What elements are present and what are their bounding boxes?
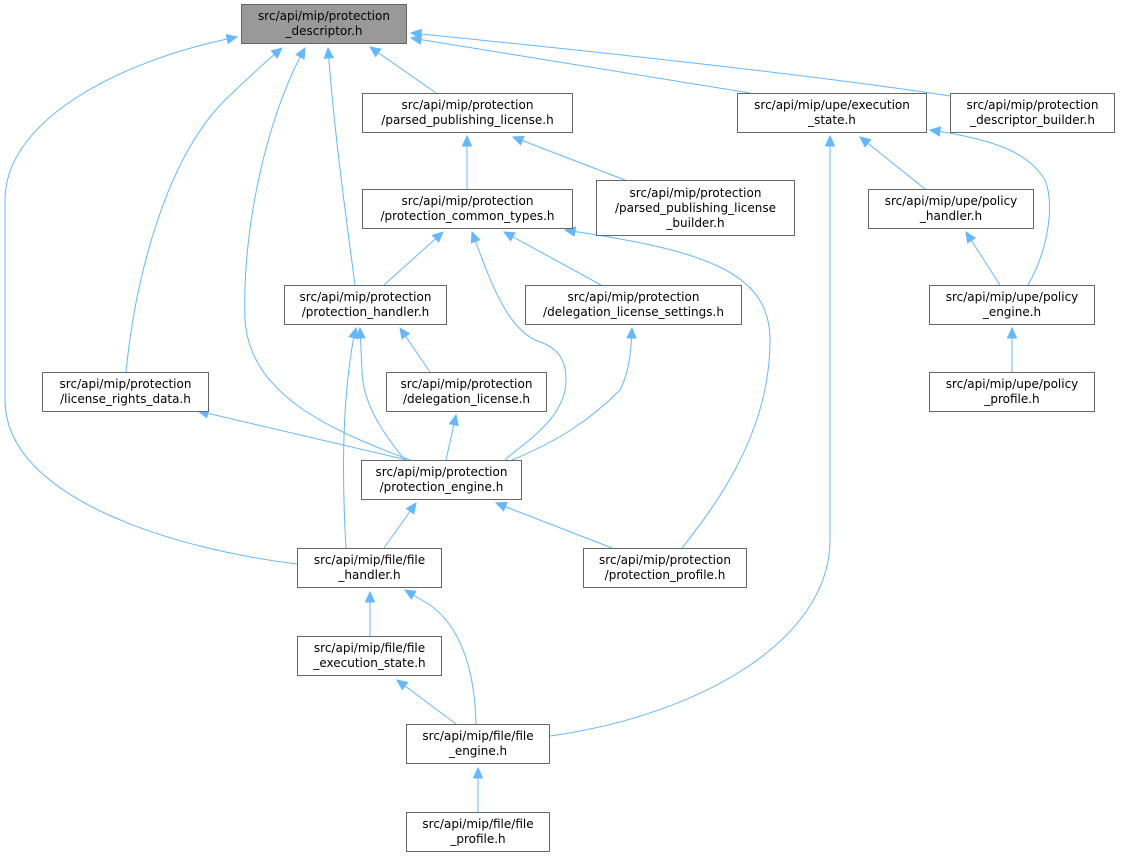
node-delegation-license-settings[interactable]: src/api/mip/protection/delegation_licens… bbox=[525, 285, 742, 325]
edge-file-engine-to-file-execution-state bbox=[396, 679, 457, 725]
edge-protection-handler-to-descriptor bbox=[323, 46, 356, 286]
edge-arrowhead bbox=[965, 230, 977, 244]
edge-protection-profile-to-common-types bbox=[563, 226, 771, 549]
node-protection-descriptor-builder[interactable]: src/api/mip/protection_descriptor_builde… bbox=[950, 93, 1115, 133]
edge-arrowhead bbox=[348, 326, 359, 340]
edge-line bbox=[396, 679, 457, 725]
edge-line bbox=[327, 47, 356, 286]
edge-arrowhead bbox=[405, 502, 417, 515]
edge-line bbox=[965, 231, 1001, 286]
edge-parsed-publishing-license-to-descriptor bbox=[369, 46, 437, 94]
node-parsed-publishing-license[interactable]: src/api/mip/protection/parsed_publishing… bbox=[362, 93, 573, 133]
edge-arrowhead bbox=[824, 134, 836, 147]
edge-file-engine-to-execution-state bbox=[549, 134, 836, 737]
edge-arrowhead bbox=[1006, 326, 1018, 339]
node-upe-policy-engine[interactable]: src/api/mip/upe/policy_engine.h bbox=[929, 285, 1095, 325]
edge-arrowhead bbox=[859, 136, 872, 148]
edge-descriptor-builder-to-descriptor bbox=[409, 28, 951, 97]
edge-file-handler-to-protection-engine bbox=[383, 502, 417, 549]
edge-ppl-builder-to-parsed-publishing-license bbox=[511, 135, 626, 181]
edge-line bbox=[343, 327, 357, 549]
edge-protection-handler-to-common-types bbox=[383, 231, 444, 286]
edge-file-handler-to-protection-handler bbox=[343, 326, 359, 549]
edge-arrowhead bbox=[270, 47, 283, 59]
edge-delegation-license-to-protection-handler bbox=[399, 327, 431, 373]
edge-delegation-license-settings-to-common-types bbox=[502, 231, 602, 286]
edge-line bbox=[503, 231, 602, 286]
edge-line bbox=[359, 327, 406, 461]
edge-line bbox=[512, 136, 626, 181]
edge-license-rights-data-to-descriptor bbox=[125, 47, 283, 373]
edge-file-profile-to-file-engine bbox=[472, 766, 484, 812]
edge-policy-engine-to-execution-state bbox=[928, 126, 1050, 286]
node-protection-profile[interactable]: src/api/mip/protection/protection_profil… bbox=[583, 548, 747, 588]
edge-line bbox=[859, 136, 926, 190]
edge-policy-handler-to-execution-state bbox=[859, 136, 926, 190]
edge-protection-profile-to-protection-engine bbox=[494, 501, 613, 549]
node-protection-engine[interactable]: src/api/mip/protection/protection_engine… bbox=[361, 460, 522, 500]
node-protection-common-types[interactable]: src/api/mip/protection/protection_common… bbox=[362, 189, 573, 229]
node-file-engine[interactable]: src/api/mip/file/file_engine.h bbox=[406, 724, 550, 764]
edge-line bbox=[404, 589, 477, 725]
edge-line bbox=[549, 136, 831, 737]
node-upe-policy-profile[interactable]: src/api/mip/upe/policy_profile.h bbox=[929, 372, 1095, 412]
edge-arrowhead bbox=[295, 46, 306, 60]
node-license-rights-data[interactable]: src/api/mip/protection/license_rights_da… bbox=[42, 372, 209, 412]
edge-arrowhead bbox=[225, 33, 239, 45]
edge-line bbox=[197, 410, 408, 461]
edge-line bbox=[369, 46, 437, 94]
edge-line bbox=[383, 231, 444, 286]
node-protection-handler[interactable]: src/api/mip/protection/protection_handle… bbox=[284, 285, 447, 325]
edge-protection-engine-to-delegation-license-settings bbox=[511, 326, 637, 461]
edge-line bbox=[410, 37, 751, 94]
edge-arrowhead bbox=[403, 589, 417, 600]
edge-arrowhead bbox=[626, 326, 637, 339]
edge-line bbox=[4, 36, 298, 565]
edge-line bbox=[471, 231, 567, 461]
edge-file-engine-to-file-handler bbox=[403, 589, 477, 725]
edge-arrowhead bbox=[323, 46, 335, 59]
edge-protection-engine-to-delegation-license bbox=[445, 413, 459, 461]
edge-line bbox=[244, 47, 411, 461]
edge-protection-engine-to-descriptor bbox=[244, 46, 411, 461]
edge-file-execution-state-to-file-handler bbox=[364, 590, 376, 636]
edge-line bbox=[511, 327, 633, 461]
node-file-handler[interactable]: src/api/mip/file/file_handler.h bbox=[297, 548, 442, 588]
edge-arrowhead bbox=[928, 126, 942, 137]
edge-file-handler-to-descriptor bbox=[4, 33, 298, 565]
edge-arrowhead bbox=[355, 326, 366, 339]
node-upe-execution-state[interactable]: src/api/mip/upe/execution_state.h bbox=[737, 93, 927, 133]
edge-protection-engine-to-protection-handler bbox=[355, 326, 406, 461]
node-parsed-publishing-license-builder[interactable]: src/api/mip/protection/parsed_publishing… bbox=[596, 180, 795, 236]
node-file-profile[interactable]: src/api/mip/file/file_profile.h bbox=[406, 812, 550, 852]
node-protection-descriptor: src/api/mip/protection_descriptor.h bbox=[241, 4, 407, 44]
edge-arrowhead bbox=[448, 413, 459, 427]
edge-line bbox=[125, 47, 283, 373]
edge-policy-engine-to-policy-handler bbox=[965, 230, 1001, 286]
edge-arrowhead bbox=[461, 134, 473, 147]
edge-arrowhead bbox=[511, 135, 525, 146]
edge-arrowhead bbox=[399, 327, 411, 340]
edge-line bbox=[564, 229, 771, 549]
edge-arrowhead bbox=[494, 501, 508, 512]
edge-arrowhead bbox=[396, 679, 409, 691]
edge-arrowhead bbox=[364, 590, 376, 603]
edge-common-types-to-parsed-publishing-license bbox=[461, 134, 473, 189]
edge-policy-profile-to-policy-engine bbox=[1006, 326, 1018, 372]
edge-protection-engine-to-common-types bbox=[470, 230, 567, 461]
edge-arrowhead bbox=[470, 230, 481, 244]
edge-line bbox=[929, 129, 1050, 286]
edge-arrowhead bbox=[502, 231, 516, 242]
edge-arrowhead bbox=[431, 231, 444, 243]
edge-line bbox=[495, 502, 613, 549]
node-file-execution-state[interactable]: src/api/mip/file/file_execution_state.h bbox=[297, 636, 442, 676]
edge-arrowhead bbox=[409, 28, 422, 40]
edge-arrowhead bbox=[472, 766, 484, 779]
node-upe-policy-handler[interactable]: src/api/mip/upe/policy_handler.h bbox=[868, 189, 1034, 229]
node-delegation-license[interactable]: src/api/mip/protection/delegation_licens… bbox=[386, 372, 547, 412]
edge-line bbox=[410, 32, 951, 97]
edge-arrowhead bbox=[369, 46, 382, 58]
